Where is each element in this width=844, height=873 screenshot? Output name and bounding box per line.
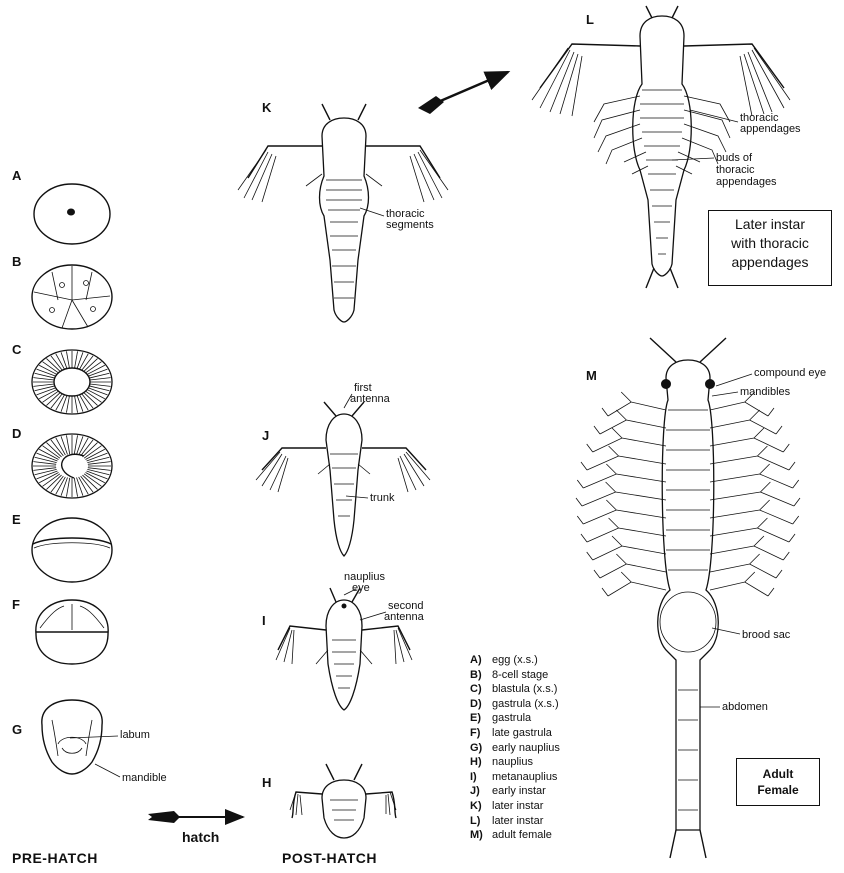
late-gastrula-drawing-f [36, 600, 108, 664]
label-compound-eye: compound eye [754, 367, 826, 379]
label-buds-1: buds of [716, 152, 752, 164]
legend-key: H) [470, 755, 492, 770]
label-mandibles: mandibles [740, 386, 790, 398]
adult-caption-line-2: Female [737, 782, 819, 798]
legend-row: E)gastrula [470, 711, 560, 726]
stage-letter-g: G [12, 722, 22, 737]
stage-letter-e: E [12, 512, 21, 527]
hatch-arrow [148, 811, 243, 823]
legend-key: K) [470, 799, 492, 814]
label-labum: labum [120, 729, 150, 741]
legend-text: metanauplius [492, 771, 557, 783]
pre-hatch-caption: PRE-HATCH [12, 850, 98, 866]
legend-key: I) [470, 770, 492, 785]
legend-row: I)metanauplius [470, 770, 560, 785]
label-second-antenna-2: antenna [384, 611, 424, 623]
later-instar-caption-box: Later instar with thoracic appendages [708, 210, 832, 286]
legend-key: B) [470, 668, 492, 683]
label-thoracic-appendages-2: appendages [740, 123, 801, 135]
legend-row: D)gastrula (x.s.) [470, 697, 560, 712]
nauplius-drawing-h [290, 764, 396, 838]
legend-key: L) [470, 814, 492, 829]
stage-letter-i: I [262, 613, 266, 628]
label-hatch: hatch [182, 831, 219, 843]
legend-key: J) [470, 784, 492, 799]
later-instar-caption-line-1: Later instar [709, 215, 831, 234]
legend-row: M)adult female [470, 828, 560, 843]
legend-text: later instar [492, 815, 543, 827]
stage-letter-j: J [262, 428, 269, 443]
stage-letter-b: B [12, 254, 21, 269]
legend-key: F) [470, 726, 492, 741]
label-thoracic-segments-2: segments [386, 219, 434, 231]
stage-letter-a: A [12, 168, 21, 183]
legend-key: G) [470, 741, 492, 756]
legend-text: gastrula [492, 712, 531, 724]
legend-text: later instar [492, 800, 543, 812]
blastula-drawing-c [32, 350, 112, 414]
legend-text: early nauplius [492, 742, 560, 754]
progression-arrow [418, 72, 508, 114]
stage-letter-k: K [262, 100, 271, 115]
legend-text: late gastrula [492, 727, 552, 739]
label-buds-2: thoracic [716, 164, 755, 176]
adult-caption-line-1: Adult [737, 766, 819, 782]
label-first-antenna-2: antenna [350, 393, 390, 405]
stage-letter-m: M [586, 368, 597, 383]
label-mandible: mandible [122, 772, 167, 784]
legend-text: early instar [492, 785, 546, 797]
post-hatch-caption: POST-HATCH [282, 850, 377, 866]
legend-row: K)later instar [470, 799, 560, 814]
label-buds-3: appendages [716, 176, 777, 188]
stage-letter-f: F [12, 597, 20, 612]
legend-row: L)later instar [470, 814, 560, 829]
legend-key: M) [470, 828, 492, 843]
legend-key: A) [470, 653, 492, 668]
gastrula-xs-drawing-d [32, 434, 112, 498]
label-brood-sac: brood sac [742, 629, 790, 641]
later-instar-caption-line-2: with thoracic [709, 234, 831, 253]
early-nauplius-drawing-g [42, 700, 120, 777]
legend-key: E) [470, 711, 492, 726]
legend-key: D) [470, 697, 492, 712]
label-abdomen: abdomen [722, 701, 768, 713]
legend-text: gastrula (x.s.) [492, 698, 559, 710]
legend-text: adult female [492, 829, 552, 841]
early-instar-drawing-j [256, 402, 430, 556]
legend-text: nauplius [492, 756, 533, 768]
adult-female-caption-box: Adult Female [736, 758, 820, 806]
gastrula-drawing-e [32, 518, 112, 582]
label-trunk: trunk [370, 492, 394, 504]
legend-key: C) [470, 682, 492, 697]
stage-letter-d: D [12, 426, 21, 441]
label-nauplius-eye-2: eye [352, 582, 370, 594]
eight-cell-drawing-b [32, 265, 112, 329]
legend-row: A)egg (x.s.) [470, 653, 560, 668]
stage-letter-h: H [262, 775, 271, 790]
legend-text: egg (x.s.) [492, 654, 538, 666]
later-instar-caption-line-3: appendages [709, 253, 831, 272]
stage-letter-c: C [12, 342, 21, 357]
legend-row: G)early nauplius [470, 741, 560, 756]
egg-drawing-a [34, 184, 110, 244]
legend-text: 8-cell stage [492, 669, 548, 681]
legend-row: H)nauplius [470, 755, 560, 770]
legend-row: F)late gastrula [470, 726, 560, 741]
legend-row: C)blastula (x.s.) [470, 682, 560, 697]
stage-letter-l: L [586, 12, 594, 27]
legend-row: B)8-cell stage [470, 668, 560, 683]
legend-text: blastula (x.s.) [492, 683, 557, 695]
legend-row: J)early instar [470, 784, 560, 799]
